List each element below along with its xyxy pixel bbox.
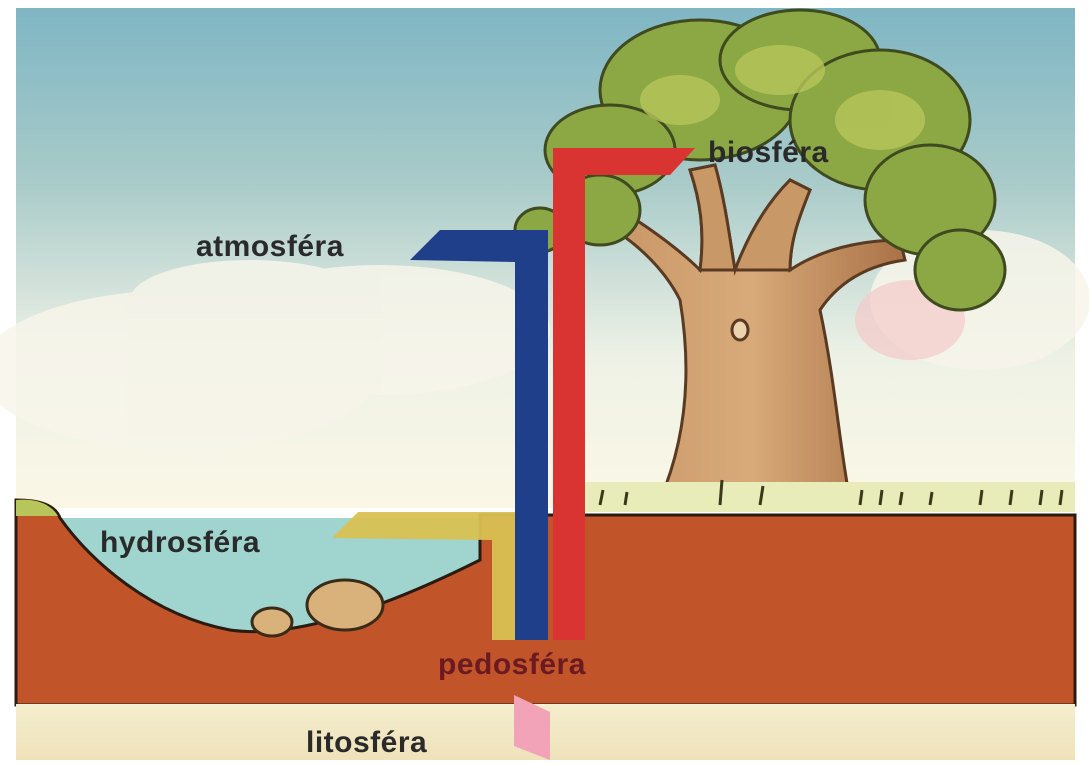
pedosfera-label: pedosféra — [438, 650, 586, 680]
biosfera-label: biosféra — [708, 138, 829, 168]
hydrosfera-label: hydrosféra — [100, 528, 260, 558]
litosfera-label: litosféra — [306, 728, 427, 758]
atmosfera-label: atmosféra — [196, 232, 344, 262]
rock-small — [252, 608, 292, 636]
grass — [585, 482, 1075, 512]
tree-hole — [732, 320, 748, 340]
rock-large — [307, 580, 383, 630]
